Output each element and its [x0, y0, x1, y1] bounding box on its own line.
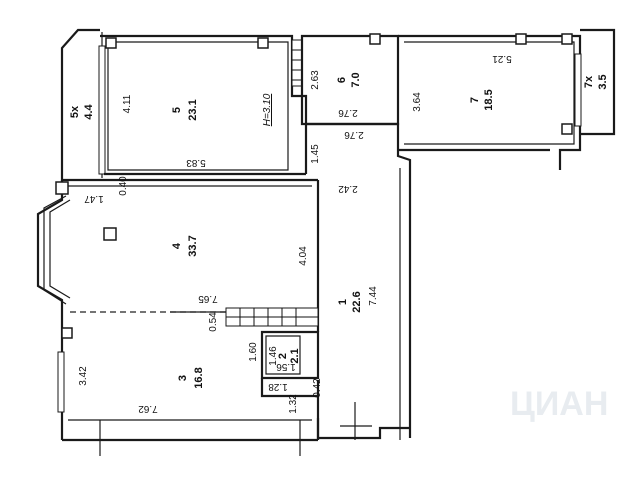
room-5x-number: 5x	[69, 105, 81, 118]
room-7x-number: 7x	[583, 75, 595, 88]
balcony-5x-window	[98, 45, 106, 175]
column	[61, 327, 73, 339]
dim-label: 1.28	[268, 381, 288, 392]
room-5-inner	[107, 41, 289, 171]
room-5-walls	[100, 34, 308, 176]
room-1-label: 1 22.6	[337, 291, 363, 312]
dim-label: 2.76	[344, 129, 364, 140]
room-7-label: 7 18.5	[469, 89, 495, 110]
dim-label: 1.45	[310, 144, 321, 164]
room-3-number: 3	[177, 375, 189, 381]
dim-label: 2.42	[338, 183, 358, 194]
room-4-bay-inner	[49, 199, 71, 299]
radiator	[291, 39, 303, 87]
column	[55, 181, 69, 195]
dim-label: 2.76	[338, 107, 358, 118]
room-3-label: 3 16.8	[177, 367, 205, 388]
room-7x-label: 7x 3.5	[583, 74, 609, 89]
room-3-area: 16.8	[193, 367, 205, 388]
dim-label: 1.46	[268, 346, 279, 366]
room-5-number: 5	[171, 107, 183, 113]
watermark-text: ЦИАН	[510, 385, 608, 423]
room-6-number: 6	[336, 77, 348, 83]
room-3-walls	[62, 378, 320, 442]
dim-label: 7.44	[368, 286, 379, 306]
balcony-7x-window	[574, 53, 582, 127]
column	[561, 123, 573, 135]
dim-label: 1.32	[288, 394, 299, 414]
room-2-inner	[265, 335, 301, 375]
room-2-number: 2	[277, 353, 289, 359]
column	[103, 227, 117, 241]
column	[105, 37, 117, 49]
ceiling-height: H=3.10	[262, 93, 273, 126]
room-7-number: 7	[469, 97, 481, 103]
dim-label: 1.47	[84, 193, 104, 204]
dim-label: 0.54	[208, 312, 219, 332]
column	[561, 33, 573, 45]
room-4-number: 4	[171, 242, 183, 249]
room-7x-area: 3.5	[597, 74, 609, 89]
dim-label: 0.40	[118, 176, 129, 196]
room-3-window	[57, 351, 65, 413]
room-4-area: 33.7	[187, 235, 199, 256]
corridor-bottom	[316, 418, 410, 440]
room-2-walls	[260, 330, 320, 380]
room-6-label: 6 7.0	[336, 72, 362, 87]
dim-label: 3.64	[412, 92, 423, 112]
room-1-area: 22.6	[351, 291, 363, 312]
room-7-inner	[404, 41, 575, 145]
dim-label: 7.62	[138, 403, 158, 414]
room-1-number: 1	[337, 299, 349, 305]
dim-label: 1.56	[276, 361, 296, 372]
dim-label: 1.60	[248, 342, 259, 362]
dim-label: 0.42	[312, 378, 323, 398]
room-5-area: 23.1	[187, 99, 199, 120]
room-5x-label: 5x 4.4	[69, 103, 95, 119]
room-7-area: 18.5	[483, 89, 495, 110]
dim-label: 3.42	[78, 366, 89, 386]
room-4-label: 4 33.7	[171, 235, 199, 256]
room-4-bay	[43, 195, 67, 305]
balcony-7x-outline	[580, 28, 616, 136]
room-2-area: 2.1	[289, 348, 301, 363]
column	[515, 33, 527, 45]
balcony-5x-outline	[60, 28, 100, 184]
dim-label: 4.04	[298, 246, 309, 266]
dim-label: 2.63	[310, 70, 321, 90]
room-4-walls	[36, 178, 318, 440]
column	[369, 33, 381, 45]
room-2-label: 2 2.1	[277, 348, 301, 363]
room-5-label: 5 23.1	[171, 99, 199, 120]
corridor-walls	[306, 122, 412, 438]
dim-label: 5.83	[186, 157, 206, 168]
dim-label: 4.11	[122, 94, 133, 113]
room-6-area: 7.0	[350, 72, 362, 87]
room-5x-area: 4.4	[83, 103, 95, 119]
column	[257, 37, 269, 49]
dim-label: 7.65	[198, 293, 218, 304]
dim-label: 5.21	[492, 53, 512, 64]
